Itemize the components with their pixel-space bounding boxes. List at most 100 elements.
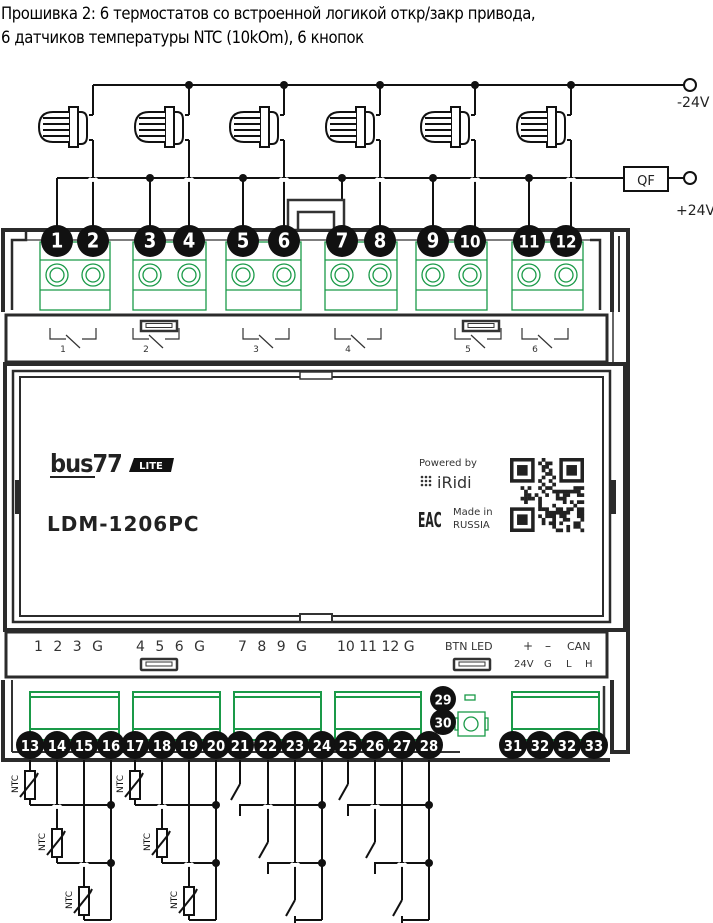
top-terminal-10: 10 [454,225,486,257]
screw-terminal-icon [272,263,296,287]
push-button-switch-icon [258,830,269,874]
bottom-terminal-15: 15 [70,731,98,759]
bottom-terminal-23: 23 [281,731,309,759]
thermal-actuator-icon [419,106,470,148]
label-g: G [544,659,552,670]
push-button-switch-icon [365,830,376,874]
relay-number: 6 [532,345,538,355]
terminal-number: 5 [237,229,250,253]
ntc-label: NTC [38,833,48,851]
top-terminal-block-6 [511,241,584,311]
terminal-number: 17 [126,738,144,755]
push-button-switch-icon [338,772,349,816]
button-terminal-30: 30 [430,709,456,735]
ntc-thermistor-icon: NTC [38,828,66,858]
terminal-number: 32 [558,738,576,755]
label-inputs-4-6: 4 5 6 G [136,639,208,655]
terminal-number: 2 [87,229,100,253]
relay-contact-icon-6: 6 [521,328,569,355]
top-terminal-block-3 [225,241,302,311]
terminal-number: 21 [231,738,249,755]
top-terminal-11: 11 [513,225,545,257]
screw-terminal-icon [231,263,255,287]
ntc-thermistor-icon: NTC [116,770,144,800]
ntc-label: NTC [170,891,180,909]
terminal-number: 10 [459,232,480,252]
bottom-terminal-25: 25 [334,731,362,759]
thermal-actuator-icon [324,106,375,148]
top-terminal-5: 5 [227,225,259,257]
terminal-number: 12 [555,232,576,252]
ntc-label: NTC [116,775,126,793]
push-button-switch-icon [285,888,296,923]
relay-contact-icon-4: 4 [334,328,382,355]
terminal-number: 30 [434,715,451,731]
breaker-label: QF [637,174,655,189]
terminal-number: 25 [339,738,357,755]
terminal-number: 16 [102,738,120,755]
terminal-number: 3 [144,229,157,253]
brand-badge: LITE [139,461,163,472]
relay-contact-icon-1: 1 [49,328,97,355]
plus-24v-bus: QF +24V [57,166,713,219]
minus-24v-label: -24V [677,95,710,111]
power-terminal-4: 33 [580,731,608,759]
bottom-terminal-13: 13 [16,731,44,759]
made-in-line-1: Made in [453,507,493,518]
power-terminal-1: 31 [499,731,527,759]
terminal-number: 33 [585,738,603,755]
terminal-number: 31 [504,738,522,755]
terminal-number: 14 [48,738,66,755]
screw-terminal-icon [554,263,578,287]
relay-number: 4 [345,345,351,355]
terminal-minus-24v-icon [683,78,697,92]
terminal-number: 11 [518,232,539,252]
valve-actuator-6 [515,81,577,240]
top-terminal-1: 1 [41,225,73,257]
screw-terminal-icon [421,263,445,287]
screw-terminal-icon [330,263,354,287]
button-group [338,760,433,923]
terminal-number: 15 [75,738,93,755]
label-inputs-7-9: 7 8 9 G [238,639,310,655]
label-24v: 24V [514,659,534,670]
terminal-number: 22 [259,738,277,755]
terminal-number: 19 [180,738,198,755]
terminal-number: 26 [366,738,384,755]
relay-contact-icon-3: 3 [242,328,290,355]
bottom-terminal-16: 16 [97,731,125,759]
terminal-number: 32 [531,738,549,755]
ntc-label: NTC [143,833,153,851]
power-terminal-3: 32 [553,731,581,759]
valve-actuator-5 [419,81,481,240]
plus-24v-label: +24V [676,203,713,219]
terminal-number: 4 [183,229,196,253]
valve-actuator-3 [228,81,290,240]
top-terminal-block-1 [39,241,111,311]
ntc-sensor-group: NTC NTC NTC [116,760,220,921]
screw-terminal-icon [138,263,162,287]
relay-number: 1 [60,345,66,355]
top-terminal-block-2 [132,241,207,311]
screw-terminal-icon [177,263,201,287]
brand-logo: bus77 LITE [50,449,174,478]
bottom-terminal-block-5 [511,691,600,741]
relay-number: 2 [143,345,149,355]
terminal-number: 9 [427,229,440,253]
vendor-name: iRidi [437,473,472,492]
service-button-icon[interactable] [454,711,489,737]
ntc-thermistor-icon: NTC [143,828,171,858]
label-inputs-1-3: 1 2 3 G [34,639,106,655]
valve-actuator-2 [133,81,195,240]
valve-actuator-1 [37,85,99,240]
top-terminal-4: 4 [173,225,205,257]
terminal-number: 24 [313,738,331,755]
terminal-number: 6 [278,229,291,253]
label-btn-led: BTN LED [445,640,493,653]
label-l: L [566,659,572,670]
top-terminal-6: 6 [268,225,300,257]
bottom-terminal-26: 26 [361,731,389,759]
bottom-terminal-22: 22 [254,731,282,759]
ntc-label: NTC [11,775,21,793]
ntc-thermistor-icon: NTC [65,886,93,916]
